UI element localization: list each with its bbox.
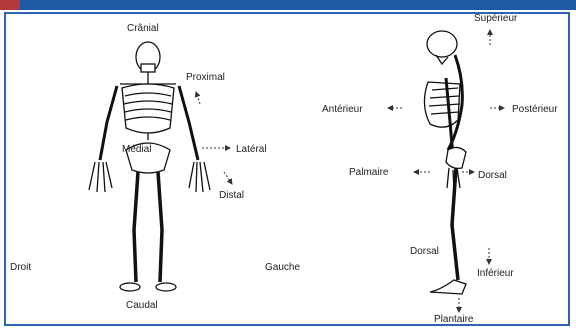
label-caudal: Caudal: [126, 301, 158, 311]
label-inferieur: Inférieur: [477, 269, 514, 279]
label-posterieur: Postérieur: [512, 105, 558, 115]
right-arm: [179, 86, 198, 160]
left-leg: [134, 172, 138, 282]
label-proximal: Proximal: [186, 73, 225, 83]
right-foot: [156, 283, 176, 291]
label-cranial: Crânial: [127, 24, 159, 34]
side-leg: [452, 168, 458, 280]
label-medial: Médial: [122, 145, 151, 155]
left-foot: [120, 283, 140, 291]
right-hand: [189, 162, 210, 192]
label-dorsal-foot: Dorsal: [410, 247, 439, 257]
label-palmaire: Palmaire: [349, 168, 388, 178]
label-distal: Distal: [219, 191, 244, 201]
label-droit: Droit: [10, 263, 31, 273]
label-anterieur: Antérieur: [322, 105, 363, 115]
side-foot: [430, 280, 466, 294]
side-pelvis: [446, 147, 466, 168]
label-dorsal-hand: Dorsal: [478, 171, 507, 181]
label-plantaire: Plantaire: [434, 315, 473, 325]
right-leg: [158, 172, 162, 282]
label-superieur: Supérieur: [474, 14, 517, 24]
left-hand: [89, 162, 112, 192]
label-lateral: Latéral: [236, 145, 267, 155]
label-gauche: Gauche: [265, 263, 300, 273]
left-arm: [100, 86, 117, 160]
jaw: [141, 64, 155, 72]
side-skull: [427, 31, 457, 57]
